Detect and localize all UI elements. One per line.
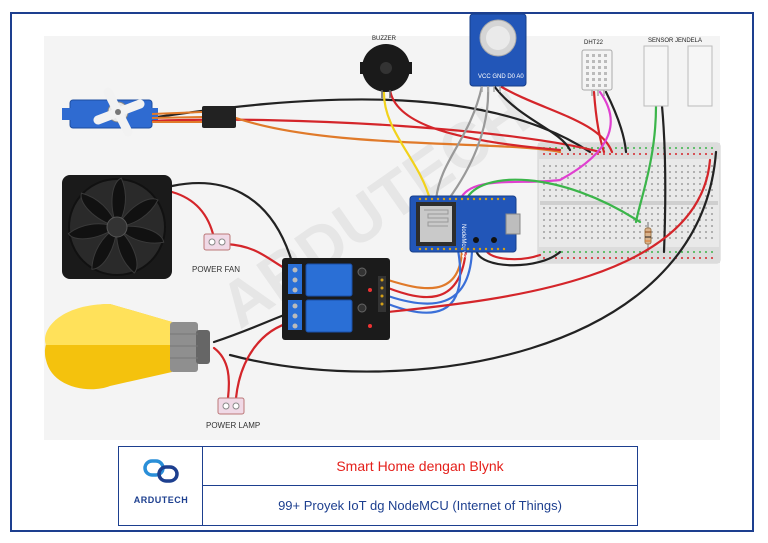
power-fan-label: POWER FAN — [192, 265, 240, 274]
relay-module — [282, 258, 390, 340]
diagram-title: Smart Home dengan Blynk — [203, 447, 637, 486]
breadboard — [537, 142, 721, 264]
resistor — [644, 222, 652, 252]
chain-link-icon — [143, 459, 179, 483]
power-lamp-label: POWER LAMP — [206, 421, 260, 430]
brand-logo: ARDUTECH — [119, 447, 203, 525]
window-sensor — [643, 45, 713, 107]
light-bulb — [44, 304, 210, 390]
gas-sensor: VCC GND D0 A0 — [469, 13, 527, 92]
power-fan-connector — [203, 233, 231, 251]
brand-name: ARDUTECH — [133, 495, 189, 505]
window-sensor-label: SENSOR JENDELA — [648, 38, 702, 44]
diagram-subtitle: 99+ Proyek IoT dg NodeMCU (Internet of T… — [278, 498, 562, 513]
servo-motor — [62, 87, 236, 137]
buzzer-label: BUZZER — [372, 36, 397, 42]
buzzer — [360, 44, 412, 98]
power-lamp-connector — [217, 397, 245, 415]
fan — [62, 175, 172, 279]
dht22-label: DHT22 — [584, 40, 604, 46]
gas-sensor-pins: VCC GND D0 A0 — [478, 74, 524, 80]
dht22-sensor — [581, 49, 613, 96]
wires — [148, 84, 718, 400]
nodemcu-label: NodeMcu v3 — [460, 224, 466, 258]
nodemcu-board: NodeMcu v3 — [409, 195, 521, 258]
title-block: ARDUTECH Smart Home dengan Blynk 99+ Pro… — [118, 446, 638, 526]
